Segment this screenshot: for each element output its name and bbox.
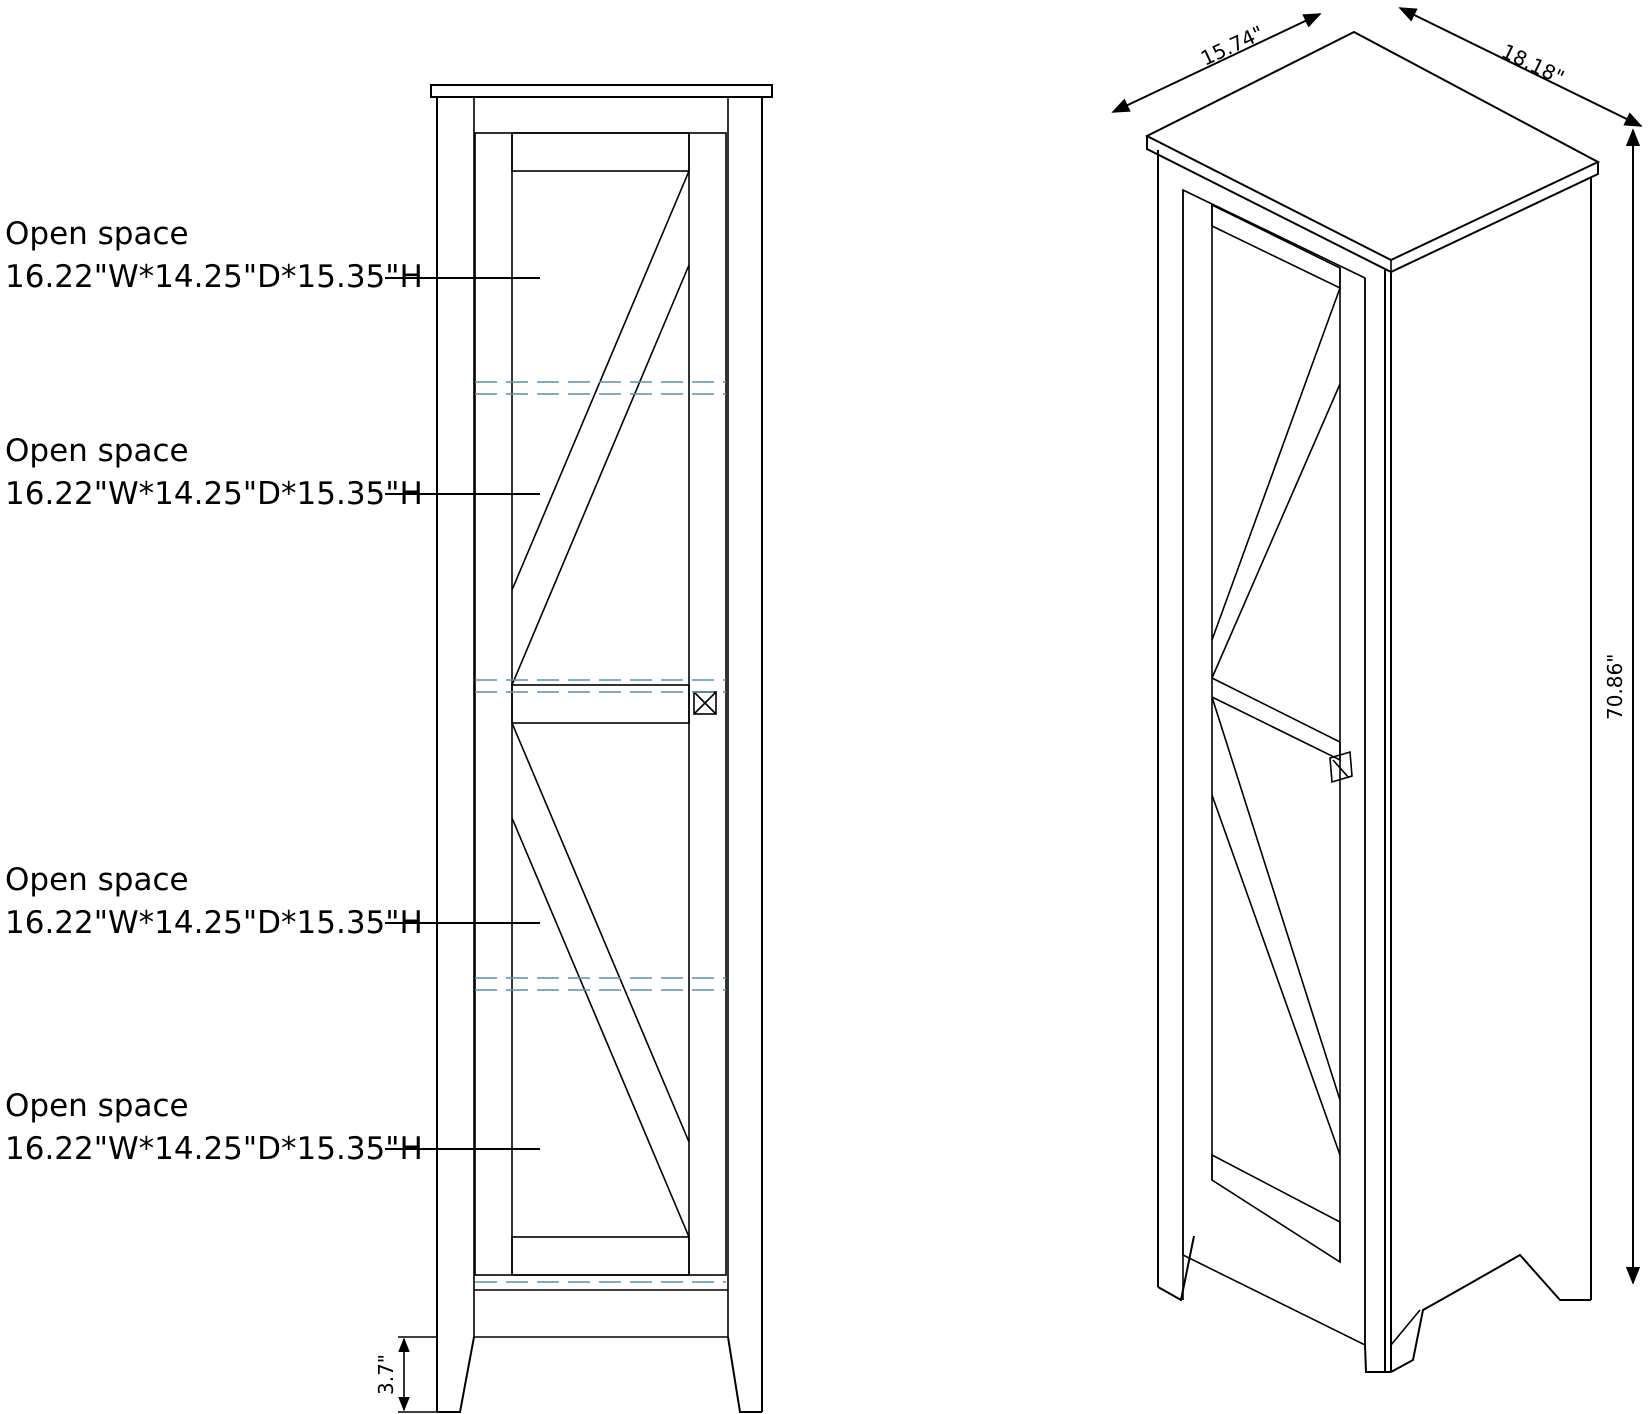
- compartment-title: Open space: [5, 216, 189, 252]
- front-view-cabinet: [430, 84, 773, 1413]
- leg-height-label: 3.7": [374, 1354, 398, 1395]
- leg-height-dimension: 3.7": [374, 1336, 437, 1413]
- compartment-size: 16.22"W*14.25"D*15.35"H: [5, 905, 423, 941]
- depth-dimension: 15.74": [1111, 13, 1322, 113]
- compartment-label-1: Open space 16.22"W*14.25"D*15.35"H: [5, 216, 540, 295]
- width-label: 18.18": [1498, 39, 1568, 90]
- width-dimension: 18.18": [1398, 7, 1643, 127]
- compartment-label-2: Open space 16.22"W*14.25"D*15.35"H: [5, 433, 540, 512]
- compartment-size: 16.22"W*14.25"D*15.35"H: [5, 476, 423, 512]
- height-dimension: 70.86": [1603, 128, 1641, 1285]
- height-label: 70.86": [1603, 654, 1627, 720]
- compartment-label-4: Open space 16.22"W*14.25"D*15.35"H: [5, 1088, 540, 1167]
- compartment-label-3: Open space 16.22"W*14.25"D*15.35"H: [5, 862, 540, 941]
- iso-view-cabinet: [1144, 30, 1601, 1373]
- compartment-title: Open space: [5, 433, 189, 469]
- compartment-title: Open space: [5, 862, 189, 898]
- depth-label: 15.74": [1197, 21, 1267, 71]
- compartment-title: Open space: [5, 1088, 189, 1124]
- compartment-size: 16.22"W*14.25"D*15.35"H: [5, 259, 423, 295]
- compartment-size: 16.22"W*14.25"D*15.35"H: [5, 1131, 423, 1167]
